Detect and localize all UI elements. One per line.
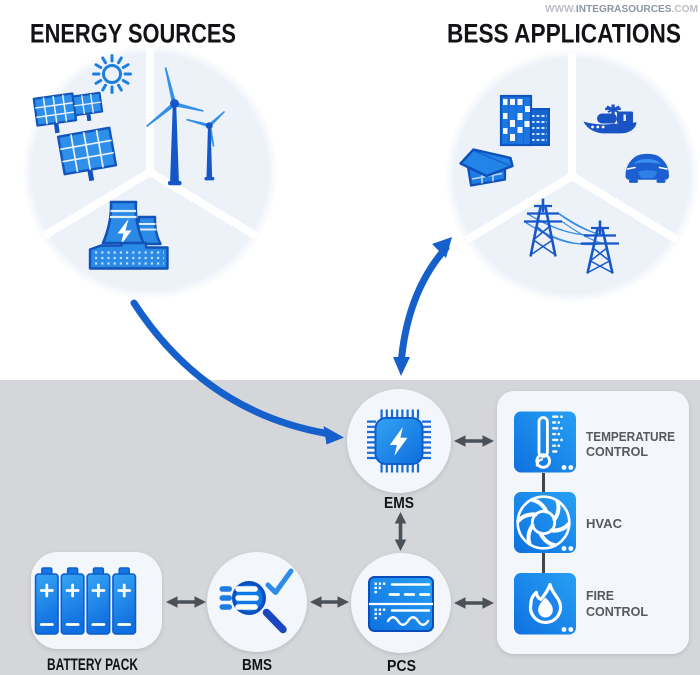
svg-text:CONTROL: CONTROL [586,444,648,459]
svg-text:ENERGY SOURCES: ENERGY SOURCES [30,19,236,49]
svg-text:CONTROL: CONTROL [586,604,648,619]
svg-text:HVAC: HVAC [586,516,622,531]
svg-text:EMS: EMS [384,495,414,512]
svg-text:PCS: PCS [387,658,416,675]
svg-text:WWW.INTEGRASOURCES.COM: WWW.INTEGRASOURCES.COM [545,3,698,15]
svg-text:FIRE: FIRE [586,588,614,603]
svg-text:TEMPERATURE: TEMPERATURE [586,429,675,444]
svg-text:BESS APPLICATIONS: BESS APPLICATIONS [447,19,681,49]
svg-text:BMS: BMS [242,657,272,674]
svg-text:BATTERY PACK: BATTERY PACK [47,656,138,674]
